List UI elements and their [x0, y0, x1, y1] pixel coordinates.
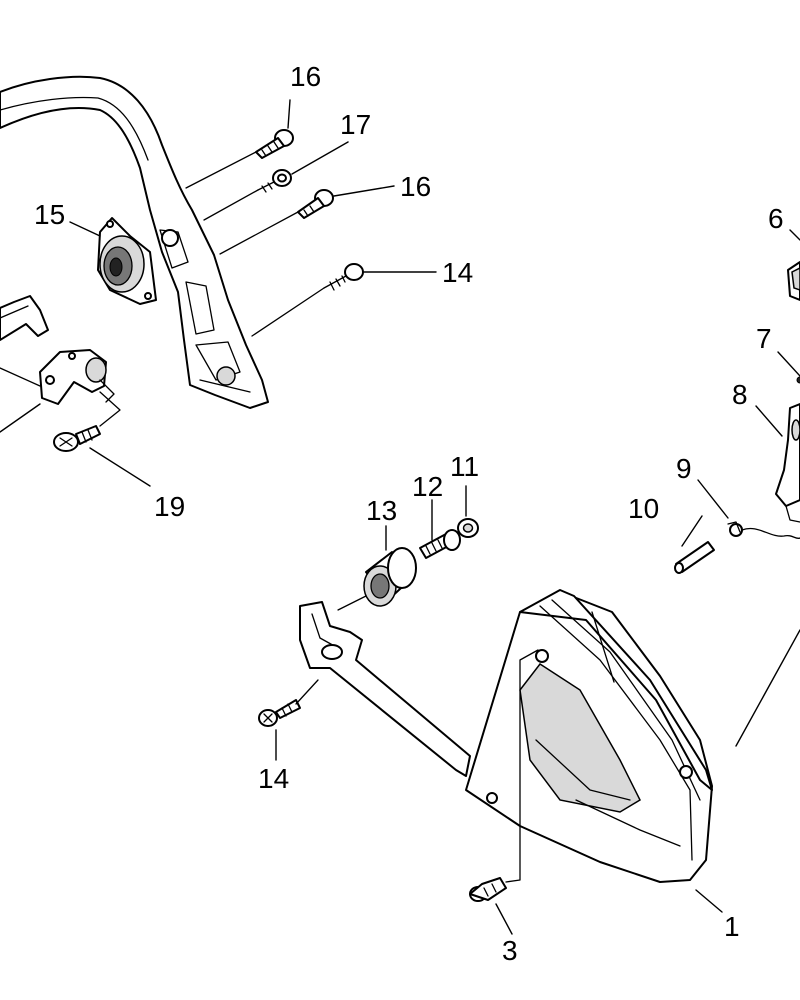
stud-3: [469, 877, 507, 902]
callout-15: 15: [34, 199, 65, 230]
chain-cover-1: [299, 589, 713, 883]
bushing-13: [363, 547, 417, 607]
callout-14-bottom: 14: [258, 763, 289, 794]
screw-14-bottom: [258, 699, 301, 727]
assembly-line: [99, 391, 121, 427]
callout-3: 3: [502, 935, 518, 966]
pin-10: [674, 541, 715, 574]
callout-16-mid: 16: [400, 171, 431, 202]
assembly-line: [337, 595, 367, 611]
callout-13: 13: [366, 495, 397, 526]
screw-16-top: [255, 129, 294, 159]
callout-16-top: 16: [290, 61, 321, 92]
callout-12: 12: [412, 471, 443, 502]
screw-14-top: [323, 263, 364, 291]
callout-6: 6: [768, 203, 784, 234]
left-bracket: [0, 295, 115, 452]
callout-17: 17: [340, 109, 371, 140]
assembly-line: [295, 679, 319, 705]
assembly-line: [735, 629, 800, 747]
washer-screw-17: [257, 169, 292, 193]
assembly-line: [185, 151, 257, 189]
callout-14-top: 14: [442, 257, 473, 288]
callout-11: 11: [450, 451, 479, 482]
callout-7: 7: [756, 323, 772, 354]
spring-9: [727, 521, 800, 540]
screw-16-mid: [297, 189, 334, 219]
callout-1: 1: [724, 911, 740, 942]
assembly-line: [0, 367, 41, 387]
bolt-12: [419, 529, 461, 559]
callout-8: 8: [732, 379, 748, 410]
callout-10: 10: [628, 493, 659, 524]
rubber-mount-15: [97, 217, 157, 305]
front-handle: [0, 75, 269, 409]
assembly-line: [251, 287, 325, 337]
callout-9: 9: [676, 453, 692, 484]
part-6: [787, 261, 800, 301]
assembly-line: [505, 649, 539, 883]
part-8-assembly: [775, 376, 800, 523]
callout-19: 19: [154, 491, 185, 522]
assembly-line: [219, 211, 299, 255]
nut-11: [457, 518, 479, 538]
leader-lines: [0, 99, 800, 935]
assembly-line: [203, 189, 259, 221]
